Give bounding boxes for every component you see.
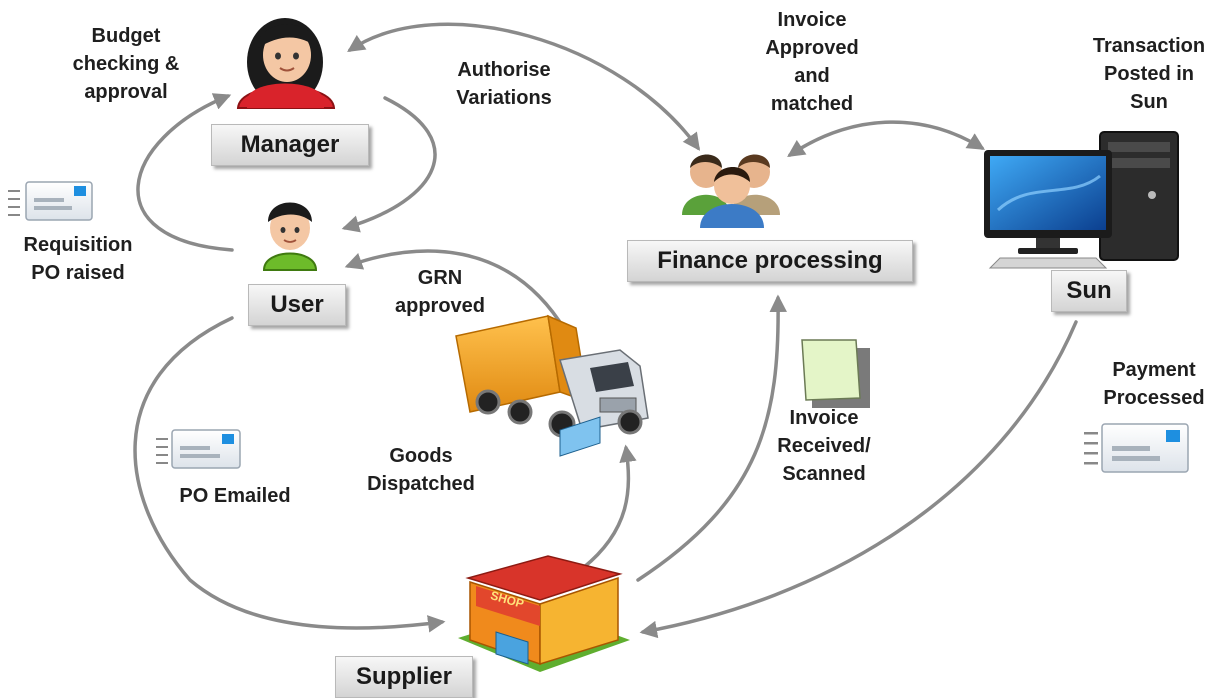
- label-invoice-approved: Invoice Approved and matched: [765, 9, 859, 115]
- arrow-supplier-to-finance: [636, 294, 787, 582]
- arrow-supplier-to-truck: [581, 444, 637, 570]
- manager-person-icon: [236, 18, 336, 109]
- email-icon: [8, 181, 93, 221]
- arrows: [133, 22, 1078, 639]
- supplier-node-label: Supplier: [335, 656, 473, 698]
- label-budget-checking: Budget checking & approval: [72, 25, 180, 103]
- truck-icon: [455, 314, 649, 438]
- computer-icon: [984, 131, 1179, 269]
- email-icon: [1084, 423, 1189, 473]
- arrow-truck-to-user: [344, 249, 567, 332]
- manager-node-label: Manager: [211, 124, 369, 166]
- arrow-sun-to-supplier: [639, 320, 1078, 639]
- arrow-user-to-manager: [136, 93, 234, 252]
- sun-node-label: Sun: [1051, 270, 1127, 312]
- arrow-manager-finance: [347, 22, 701, 151]
- finance-node-label: Finance processing: [627, 240, 913, 282]
- arrow-finance-sun: [787, 120, 985, 157]
- label-authorise-variations: Authorise Variations: [456, 59, 552, 109]
- label-invoice-received: Invoice Received/ Scanned: [777, 407, 871, 485]
- label-grn-approved: GRN approved: [394, 267, 486, 317]
- label-payment-processed: Payment Processed: [1103, 359, 1205, 409]
- label-po-emailed: PO Emailed: [179, 485, 291, 507]
- group-people-icon: [682, 154, 780, 228]
- arrow-user-to-supplier: [133, 316, 446, 633]
- user-person-icon: [262, 202, 318, 271]
- label-goods-dispatched: Goods Dispatched: [367, 445, 475, 495]
- document-icon: [801, 339, 870, 408]
- label-requisition: Requisition PO raised: [23, 234, 133, 284]
- shop-icon: [458, 416, 630, 672]
- label-transaction-posted: Transaction Posted in Sun: [1092, 35, 1206, 113]
- user-node-label: User: [248, 284, 346, 326]
- email-icon: [156, 429, 241, 469]
